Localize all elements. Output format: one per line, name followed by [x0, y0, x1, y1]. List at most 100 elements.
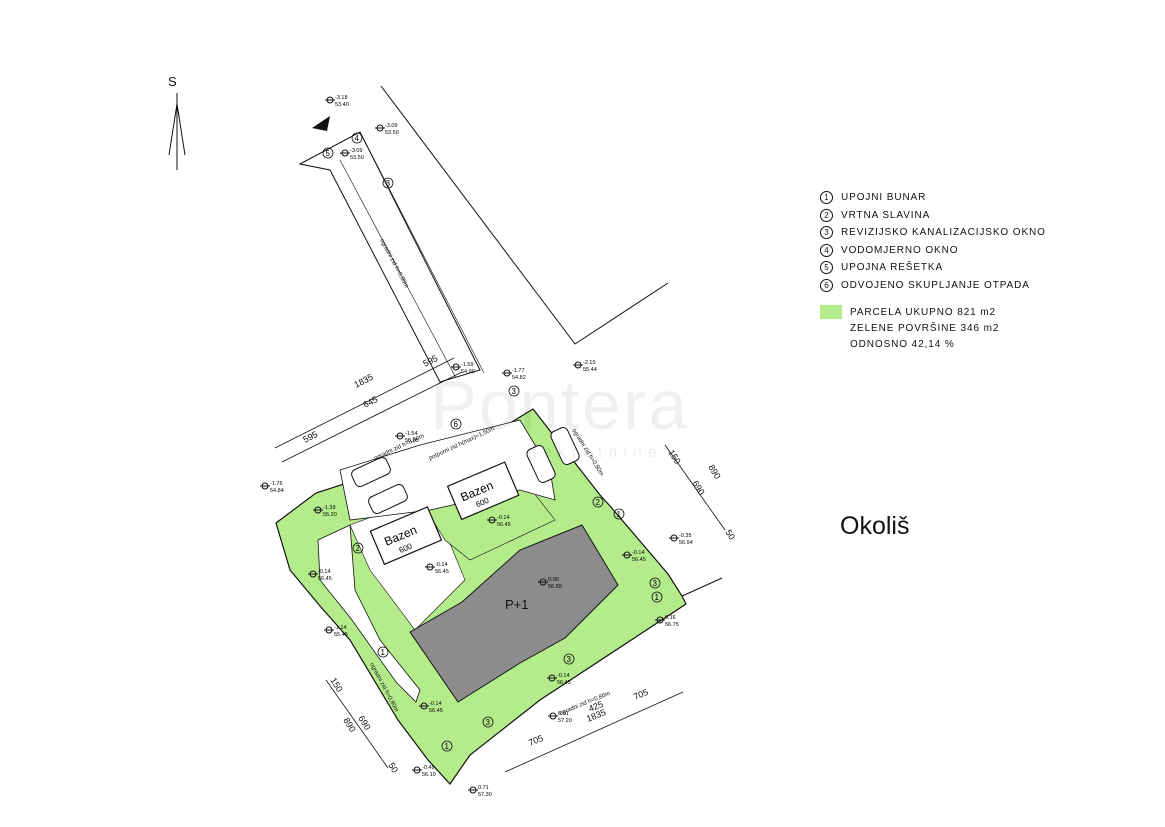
- site-symbol-number: 3: [386, 179, 391, 188]
- legend-number: 3: [820, 226, 833, 240]
- site-symbol: [382, 177, 394, 189]
- svg-text:1835: 1835: [352, 372, 374, 390]
- house-label: P+1: [505, 597, 529, 612]
- level-absolute: 53.50: [385, 130, 399, 136]
- site-symbol-number: 2: [596, 498, 601, 507]
- svg-text:705: 705: [527, 733, 545, 748]
- level-absolute: 55.44: [583, 367, 597, 373]
- svg-text:645: 645: [361, 394, 379, 410]
- level-delta: 0.16: [665, 615, 676, 621]
- level-absolute: 56.45: [318, 576, 332, 582]
- svg-text:890: 890: [341, 716, 357, 734]
- level-delta: -3.09: [350, 148, 363, 154]
- svg-text:150: 150: [328, 676, 344, 694]
- site-symbol: [352, 542, 364, 554]
- level-delta: -0.35: [679, 533, 692, 539]
- level-delta: -1.54: [405, 431, 418, 437]
- site-symbol-number: 2: [356, 544, 361, 553]
- legend-label: VODOMJERNO OKNO: [841, 244, 959, 256]
- pool-1: [369, 506, 443, 566]
- area-totals: PARCELA UKUPNO 821 m2 ZELENE POVRŠINE 34…: [820, 304, 1080, 352]
- level-delta: -1.14: [334, 625, 347, 631]
- svg-text:150: 150: [666, 448, 682, 466]
- site-symbol: [377, 646, 389, 658]
- level-delta: -0.14: [318, 569, 331, 575]
- legend-number: 6: [820, 278, 833, 292]
- green-ratio: ODNOSNO 42,14 %: [850, 338, 955, 350]
- level-absolute: 53.40: [335, 102, 349, 108]
- level-delta: -0.14: [632, 550, 645, 556]
- page-title: Okoliš: [840, 512, 910, 540]
- parcel-total: PARCELA UKUPNO 821 m2: [850, 306, 996, 318]
- site-symbol-number: 3: [512, 387, 517, 396]
- site-symbol-number: 3: [567, 655, 572, 664]
- svg-text:ogradni zid h=0,80m: ogradni zid h=0,80m: [378, 238, 409, 289]
- level-absolute: 56.10: [422, 772, 436, 778]
- legend-item: 6 ODVOJENO SKUPLJANJE OTPADA: [820, 277, 1080, 295]
- level-absolute: 56.75: [665, 622, 679, 628]
- svg-text:595: 595: [301, 429, 319, 445]
- north-arrow: [168, 93, 186, 170]
- level-delta: 0.71: [478, 785, 489, 791]
- legend-number: 4: [820, 243, 833, 257]
- entry-marker: [312, 116, 330, 131]
- site-symbol: [322, 147, 334, 159]
- svg-text:50: 50: [723, 528, 737, 542]
- level-absolute: 54.90: [461, 369, 475, 375]
- level-absolute: 56.45: [429, 708, 443, 714]
- svg-text:690: 690: [690, 479, 706, 497]
- site-symbol: [649, 577, 661, 589]
- level-absolute: 57.20: [558, 718, 572, 724]
- neighbour-boundary-south: [679, 577, 723, 598]
- level-absolute: 57.30: [478, 792, 492, 798]
- dimension-labels: 1835 595 645 595 890 150 690 50 705 425 …: [301, 353, 737, 775]
- level-absolute: 54.82: [512, 375, 526, 381]
- legend-label: UPOJNA REŠETKA: [841, 262, 944, 274]
- watermark-brand: Pontera: [430, 366, 690, 444]
- level-absolute: 56.45: [557, 680, 571, 686]
- legend-label: UPOJNI BUNAR: [841, 192, 927, 204]
- site-symbol-number: 4: [355, 134, 360, 143]
- legend-label: ODVOJENO SKUPLJANJE OTPADA: [841, 279, 1030, 291]
- site-symbol-number: 1: [381, 648, 386, 657]
- level-absolute: 55.45: [334, 632, 348, 638]
- site-symbol: [651, 591, 663, 603]
- site-symbol-number: 5: [326, 149, 331, 158]
- green-swatch: [820, 305, 842, 319]
- site-symbol: [508, 385, 520, 397]
- site-symbol: [441, 740, 453, 752]
- svg-text:690: 690: [356, 714, 372, 732]
- level-absolute: 55.05: [405, 438, 419, 444]
- wall-line: [359, 131, 485, 374]
- site-symbol-number: 1: [617, 510, 622, 519]
- level-absolute: 56.45: [435, 569, 449, 575]
- level-delta: -3.09: [385, 123, 398, 129]
- house-footprint: [409, 524, 619, 703]
- legend-number: 2: [820, 208, 833, 222]
- level-absolute: 56.94: [679, 540, 693, 546]
- level-delta: -1.59: [461, 362, 474, 368]
- level-delta: -0.14: [429, 701, 442, 707]
- level-absolute: 55.20: [323, 512, 337, 518]
- site-symbol-number: 3: [486, 718, 491, 727]
